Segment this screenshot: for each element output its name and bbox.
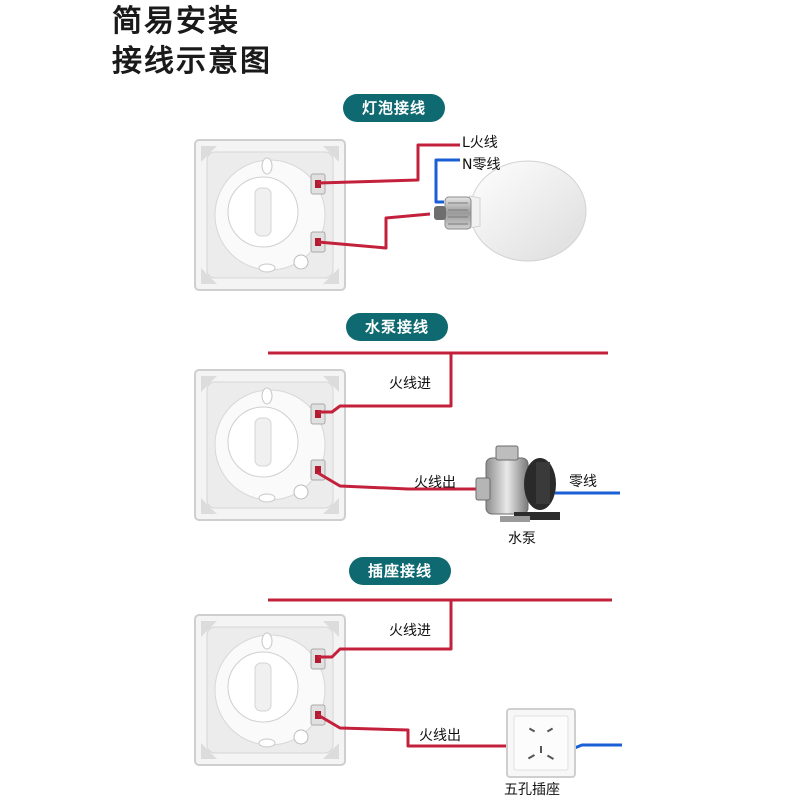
light-bulb-icon bbox=[434, 160, 587, 262]
section-heading-socket: 插座接线 bbox=[349, 557, 451, 585]
switch-3 bbox=[194, 614, 346, 766]
label-socket: 五孔插座 bbox=[504, 782, 560, 798]
label-pump: 水泵 bbox=[508, 531, 536, 547]
section-3-wires bbox=[268, 598, 622, 751]
live-out-wire bbox=[317, 471, 488, 491]
section-heading-pump: 水泵接线 bbox=[346, 313, 448, 341]
neutral-wire bbox=[571, 743, 622, 751]
switch-2 bbox=[194, 369, 346, 521]
water-pump-icon bbox=[475, 445, 560, 522]
switch-1 bbox=[194, 139, 346, 291]
live-out-wire bbox=[317, 713, 507, 748]
label-live-wire: L火线 bbox=[462, 135, 498, 151]
live-in-wire bbox=[318, 600, 453, 659]
label-live-out: 火线出 bbox=[419, 728, 461, 744]
live-in-wire bbox=[318, 353, 453, 414]
label-live-in: 火线进 bbox=[389, 376, 431, 392]
section-2-wires bbox=[268, 351, 620, 495]
page-title-line-1: 简易安装 bbox=[112, 4, 240, 39]
label-live-out: 火线出 bbox=[414, 475, 456, 491]
section-heading-bulb: 灯泡接线 bbox=[343, 94, 445, 122]
label-live-in: 火线进 bbox=[389, 623, 431, 639]
live-wire-return bbox=[317, 212, 431, 250]
page-title-line-2: 接线示意图 bbox=[112, 44, 272, 79]
neutral-wire bbox=[434, 158, 460, 204]
label-neutral-wire: N零线 bbox=[462, 157, 501, 173]
live-wire bbox=[317, 143, 460, 185]
socket-icon bbox=[506, 708, 576, 778]
label-neutral: 零线 bbox=[569, 474, 597, 490]
section-1-wires bbox=[317, 143, 460, 250]
